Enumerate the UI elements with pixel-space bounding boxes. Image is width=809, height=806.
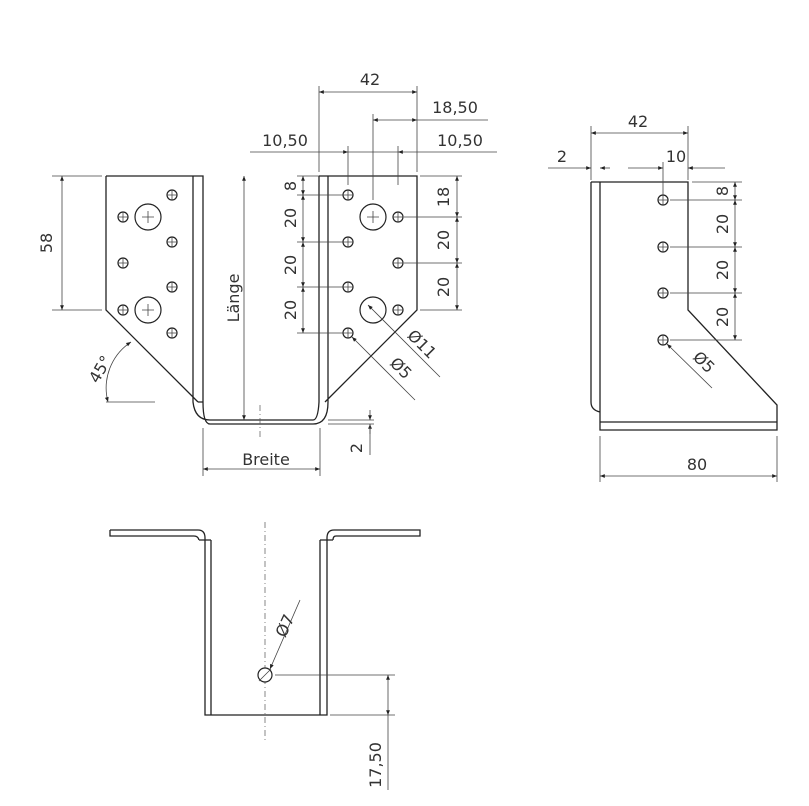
bottom-hole-diameter: Ø7: [272, 611, 299, 640]
side-outline: [590, 181, 778, 431]
dim-v-20: 20: [281, 208, 300, 228]
width-label: Breite: [242, 450, 290, 469]
dim-right-offset: 10,50: [437, 131, 483, 150]
dim-v-20: 20: [281, 300, 300, 320]
side-dim-depth: 80: [687, 455, 707, 474]
length-label: Länge: [224, 274, 243, 323]
side-dim-hole-offset: 10: [666, 147, 686, 166]
side-dim-v-20: 20: [713, 214, 732, 234]
side-hole-diameter: Ø5: [689, 347, 719, 377]
thickness-2: 2: [347, 443, 366, 453]
side-view: 42 2 10 8 20 20 20 80 Ø5: [548, 112, 778, 482]
right-plate-holes: [342, 189, 404, 339]
dim-r-20: 20: [434, 230, 453, 250]
dim-height-58: 58: [37, 233, 56, 253]
dim-big-hole-offset: 18,50: [432, 98, 478, 117]
angle-45: 45°: [85, 352, 116, 386]
dim-width-top: 42: [360, 70, 380, 89]
dim-v-20: 20: [281, 255, 300, 275]
big-hole-diameter: Ø11: [404, 326, 441, 363]
bottom-view: Ø7 17,50: [109, 522, 421, 790]
dim-r-18: 18: [434, 187, 453, 207]
side-dim-v-20: 20: [713, 260, 732, 280]
left-plate-outline: [105, 175, 204, 403]
left-plate-holes: [117, 189, 178, 339]
dim-left-offset: 10,50: [262, 131, 308, 150]
side-dim-thickness: 2: [557, 147, 567, 166]
side-dim-width: 42: [628, 112, 648, 131]
left-flange: [192, 176, 329, 425]
side-dim-v-8: 8: [713, 186, 732, 196]
side-holes: [657, 194, 669, 346]
dim-r-20: 20: [434, 277, 453, 297]
bottom-outline: [109, 529, 421, 716]
front-view: 42 18,50 10,50 10,50 8 20 20 20 18 20 20…: [37, 70, 497, 476]
side-dim-v-20: 20: [713, 307, 732, 327]
bottom-dim-hole-offset: 17,50: [366, 742, 385, 788]
small-hole-diameter: Ø5: [386, 353, 416, 383]
dim-v-8: 8: [281, 181, 300, 191]
